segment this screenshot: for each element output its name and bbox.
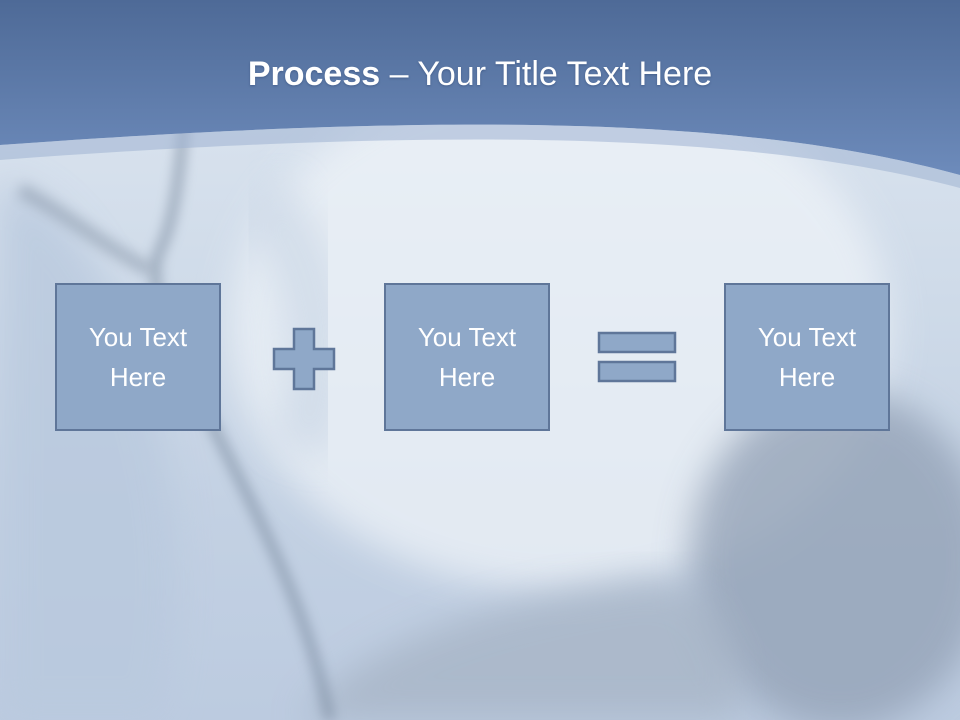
step-box-3-text: You Text Here: [757, 322, 857, 392]
step-box-1-text: You Text Here: [88, 322, 188, 392]
header-band: [0, 0, 960, 188]
equals-icon: [597, 331, 677, 383]
plus-icon: [272, 327, 336, 391]
step-box-1[interactable]: You Text Here: [55, 283, 221, 431]
step-box-3[interactable]: You Text Here: [724, 283, 890, 431]
step-box-2-text: You Text Here: [417, 322, 517, 392]
title-bold: Process: [247, 55, 381, 93]
page-title: Process – Your Title Text Here: [0, 52, 960, 96]
step-box-2[interactable]: You Text Here: [384, 283, 550, 431]
title-rest: – Your Title Text Here: [380, 55, 713, 93]
